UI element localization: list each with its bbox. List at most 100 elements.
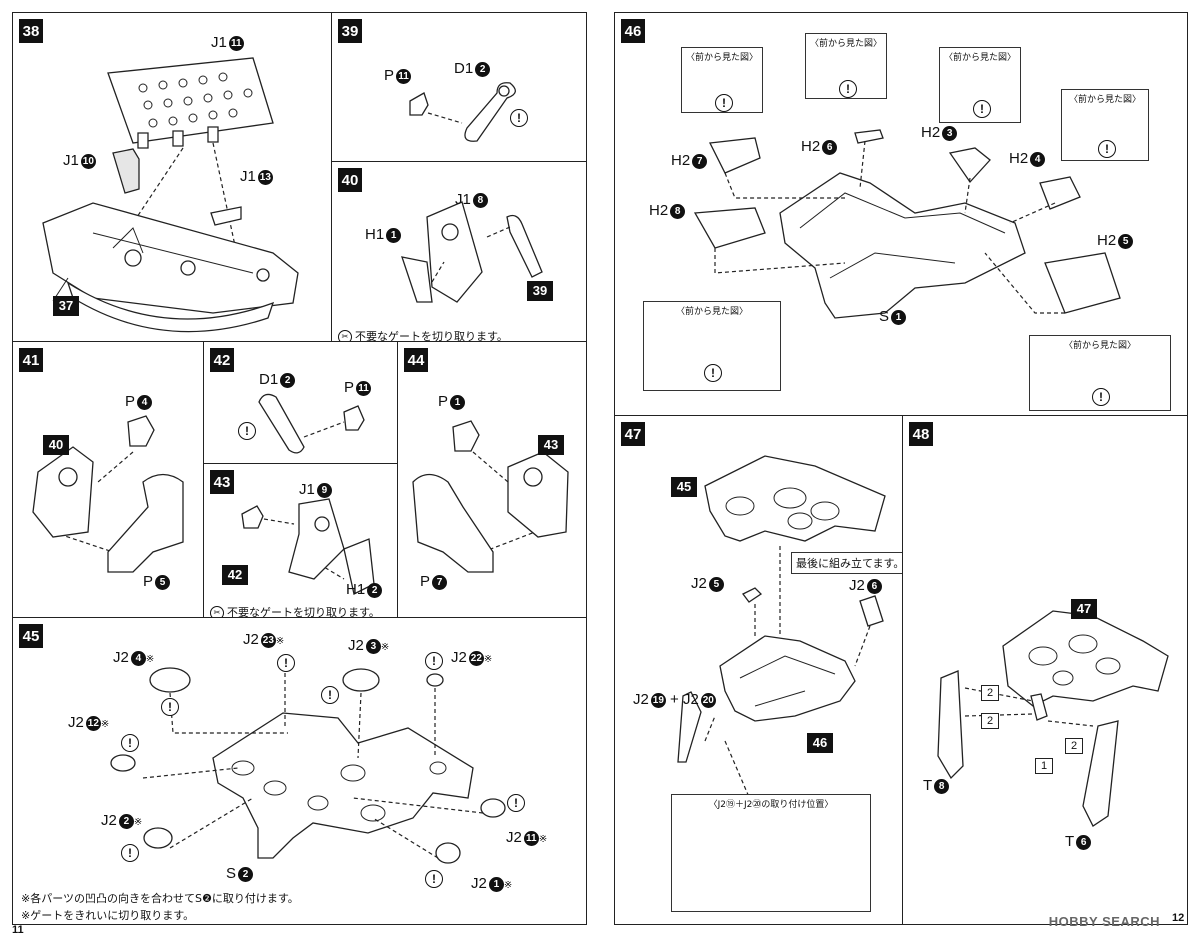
asterisk-mark: ※ <box>380 642 390 653</box>
arrow-step-2-label: 2 <box>1065 734 1083 754</box>
warning-icon: ! <box>277 654 295 672</box>
asterisk-mark: ※ <box>145 654 155 665</box>
arrow-step-number: 1 <box>1035 758 1053 774</box>
part-code: J1 <box>299 481 315 498</box>
part-number: 5 <box>1118 233 1134 249</box>
warning-icon: ! <box>839 80 857 98</box>
asterisk-mark: ※ <box>538 834 548 845</box>
part-code: P <box>344 379 355 396</box>
ref-number: 39 <box>527 280 553 301</box>
step-46-panel: 46 〈前から見た図〉! 〈前から見た図〉! 〈前から見た図〉! 〈前から見た図… <box>614 12 1188 416</box>
part-code: H2 <box>801 138 821 155</box>
step-39-diagram <box>409 82 516 142</box>
part-code: J2 <box>506 829 522 846</box>
warning-icon: ! <box>121 734 139 752</box>
step-43-number: 43 <box>210 470 234 494</box>
part-code: J2 <box>113 649 129 666</box>
ref-number: 43 <box>538 434 564 455</box>
part-code: J1 <box>240 168 256 185</box>
warning-icon: ! <box>715 94 733 112</box>
step-39-number: 39 <box>338 19 362 43</box>
part-number: 10 <box>80 153 96 169</box>
arrow-step-number: 2 <box>1065 738 1083 754</box>
part-number: 2 <box>475 61 491 77</box>
part-number: 2 <box>367 582 383 598</box>
plus-sign: + <box>670 691 679 708</box>
part-code: J2 <box>849 577 865 594</box>
part-code: P <box>438 393 449 410</box>
front-view-callout: 〈前から見た図〉! <box>1029 335 1171 411</box>
warning-icon: ! <box>238 422 256 440</box>
front-view-callout: 〈前から見た図〉! <box>681 47 763 113</box>
part-number: 1 <box>488 876 504 892</box>
asterisk-mark: ※ <box>100 719 110 730</box>
step-ref-46: 46 <box>807 732 833 753</box>
part-code: P <box>125 393 136 410</box>
callout-title: 〈前から見た図〉 <box>1068 95 1141 105</box>
arrow-step-number: 2 <box>981 685 999 701</box>
note-text: 不要なゲートを切り取ります。 <box>355 330 508 343</box>
part-code: H2 <box>1097 232 1117 249</box>
part-code: T <box>1065 833 1075 850</box>
arrow-step-2-label: 2 <box>981 681 999 701</box>
step-40-number: 40 <box>338 168 362 192</box>
part-code: J1 <box>63 152 79 169</box>
step-ref-47: 47 <box>1071 598 1097 619</box>
asterisk-mark: ※ <box>483 654 493 665</box>
warning-icon: ! <box>1092 388 1110 406</box>
step-38-diagram <box>42 57 299 333</box>
front-view-callout: 〈前から見た図〉! <box>643 301 781 391</box>
part-code: H2 <box>1009 150 1029 167</box>
part-code: J2 <box>451 649 467 666</box>
step-ref-37: 37 <box>53 295 79 316</box>
part-number: 8 <box>934 778 950 794</box>
part-code: J2 <box>682 691 699 708</box>
step-48-number: 48 <box>909 422 933 446</box>
page-number-right: 12 <box>1172 912 1185 924</box>
ref-number: 47 <box>1071 598 1097 619</box>
warning-icon: ! <box>161 698 179 716</box>
front-view-callout: 〈前から見た図〉! <box>1061 89 1149 161</box>
warning-icon: ! <box>425 870 443 888</box>
part-code: J2 <box>101 812 117 829</box>
part-code: H2 <box>649 202 669 219</box>
part-number: 22 <box>468 650 484 666</box>
callout-title: 〈前から見た図〉 <box>1063 341 1136 351</box>
front-view-callout: 〈前から見た図〉! <box>805 33 887 99</box>
part-code: H1 <box>346 581 366 598</box>
step-ref-40: 40 <box>43 434 69 455</box>
part-number: 4 <box>130 650 146 666</box>
part-number: 3 <box>365 638 381 654</box>
part-code: S <box>226 865 237 882</box>
step-41-diagram <box>32 415 184 573</box>
part-number: 7 <box>692 153 708 169</box>
part-code: J1 <box>455 191 471 208</box>
step-46-number: 46 <box>621 19 645 43</box>
part-number: 6 <box>866 578 882 594</box>
front-view-callout: 〈前から見た図〉! <box>939 47 1021 123</box>
part-code: J2 <box>348 637 364 654</box>
part-code: J1 <box>211 34 227 51</box>
step-ref-43: 43 <box>538 434 564 455</box>
